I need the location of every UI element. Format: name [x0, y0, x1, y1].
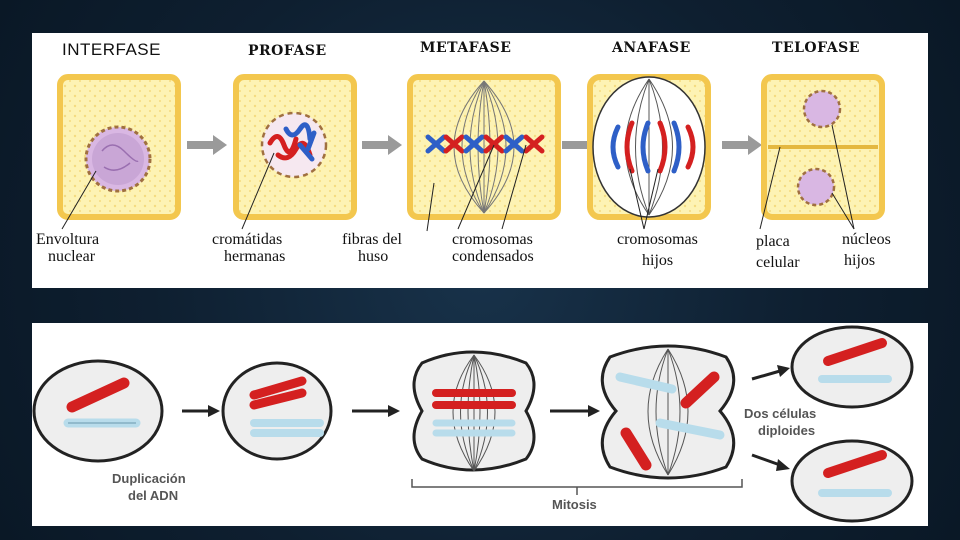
arrow-b3	[550, 405, 600, 417]
arrow-b1	[182, 405, 220, 417]
stage-label-profase: PROFASE	[248, 43, 327, 59]
arrow-b4	[752, 365, 790, 379]
label-hijos-2: hijos	[642, 252, 673, 269]
cell-anafase	[590, 77, 708, 217]
cell-telofase	[764, 77, 882, 217]
mitosis-bracket	[412, 479, 742, 495]
dna-duplication-panel: Duplicación del ADN Mitosis Dos células …	[32, 323, 928, 526]
label-placa-2: celular	[756, 254, 800, 271]
label-placa-1: placa	[756, 233, 790, 250]
stage-label-anafase: ANAFASE	[611, 40, 691, 56]
label-duplicacion-1: Duplicación	[112, 471, 186, 486]
label-duplicacion-2: del ADN	[128, 488, 178, 503]
label-fibras-2: huso	[358, 248, 388, 265]
arrow-b2	[352, 405, 400, 417]
label-envoltura-1: Envoltura	[36, 231, 99, 248]
arrow-4	[722, 135, 762, 155]
label-nucleos-1: núcleos	[842, 231, 891, 248]
stage-label-interfase: INTERFASE	[62, 40, 161, 59]
dna-duplication-diagram: Duplicación del ADN Mitosis Dos células …	[32, 323, 928, 526]
label-diploides-2: diploides	[758, 423, 815, 438]
label-nucleos-2: hijos	[844, 252, 875, 269]
cell-initial	[34, 361, 162, 461]
label-condensados-1: cromosomas	[452, 231, 533, 248]
cell-profase	[236, 77, 354, 217]
label-diploides-1: Dos células	[744, 406, 816, 421]
mitosis-phases-diagram: INTERFASE PROFASE METAFASE ANAFASE TELOF…	[32, 33, 928, 288]
label-condensados-2: condensados	[452, 248, 534, 265]
cell-interfase	[60, 77, 178, 217]
arrow-b5	[752, 455, 790, 471]
cell-metaphase	[414, 352, 534, 471]
label-cromatidas-1: cromátidas	[212, 231, 282, 248]
cell-anaphase	[602, 346, 733, 478]
stage-label-metafase: METAFASE	[420, 40, 511, 56]
arrow-2	[362, 135, 402, 155]
label-envoltura-2: nuclear	[48, 248, 96, 265]
daughter-cell-top	[792, 327, 912, 407]
label-cromatidas-2: hermanas	[224, 248, 285, 265]
daughter-cell-bottom	[792, 441, 912, 521]
label-hijos-1: cromosomas	[617, 231, 698, 248]
label-fibras-1: fibras del	[342, 231, 403, 248]
label-mitosis: Mitosis	[552, 497, 597, 512]
stage-label-telofase: TELOFASE	[772, 40, 860, 56]
mitosis-phases-panel: INTERFASE PROFASE METAFASE ANAFASE TELOF…	[32, 33, 928, 288]
arrow-1	[187, 135, 227, 155]
cell-duplicated	[223, 363, 331, 459]
